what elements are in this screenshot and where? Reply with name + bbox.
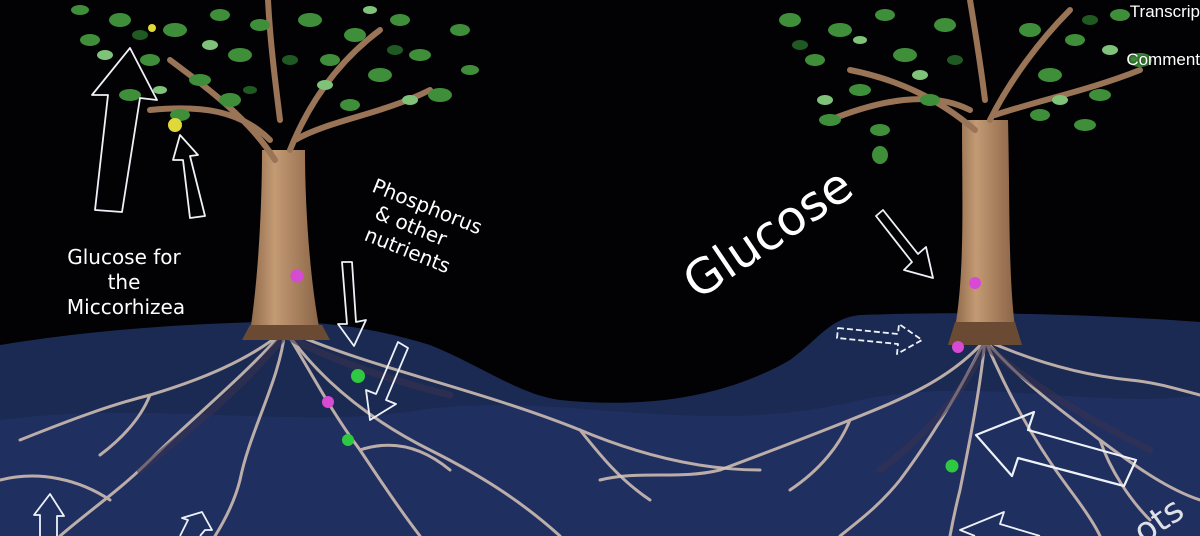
tree-right-root-flare <box>948 322 1022 345</box>
nutrient-particles <box>148 24 981 473</box>
transcript-link[interactable]: Transcrip <box>1129 2 1200 21</box>
tree-right <box>779 0 1152 345</box>
nutrient-dot-pink <box>969 277 981 289</box>
nutrient-dot-pink <box>290 269 304 283</box>
arrow-right-dashed <box>836 323 923 355</box>
nutrient-dot-yellow <box>168 118 182 132</box>
tree-right-branches <box>827 0 1143 133</box>
nutrient-dot-green <box>351 369 365 383</box>
arrow-up-large <box>91 47 158 213</box>
nutrient-dot-pink <box>952 341 964 353</box>
flow-arrows <box>33 47 1138 536</box>
roots-shadow <box>136 331 1154 474</box>
roots-left-tree <box>0 328 762 536</box>
nutrient-dot-yellow-small <box>148 24 156 32</box>
nutrient-dot-green <box>342 434 354 446</box>
soil-texture <box>0 390 1200 536</box>
arrow-bottom-left-2 <box>179 511 213 536</box>
arrow-down-nutrients-2 <box>365 341 409 421</box>
arrow-up-small <box>172 134 206 219</box>
label-glucose-for-line3: Miccorhizea <box>67 295 185 319</box>
tree-left-canopy <box>71 5 479 121</box>
label-glucose-for-line1: Glucose for <box>67 245 181 269</box>
nutrient-dot-green <box>945 459 959 473</box>
comments-link[interactable]: Comment <box>1126 50 1200 69</box>
label-glucose-for-line2: the <box>108 270 141 294</box>
tree-right-trunk <box>955 120 1015 328</box>
nutrient-dot-pink <box>322 396 334 408</box>
arrow-down-nutrients-1 <box>337 261 367 347</box>
arrow-glucose-down <box>875 209 934 279</box>
arrow-left-bottom <box>959 511 1041 536</box>
label-glucose-for-mycorrhizae: Glucose for the Miccorhizea <box>67 245 185 319</box>
arrow-bottom-left-1 <box>33 493 65 536</box>
tree-left <box>71 0 479 340</box>
tree-left-root-flare <box>242 325 330 340</box>
tree-left-trunk <box>250 150 320 332</box>
tree-right-canopy <box>779 9 1152 164</box>
arrow-left-large <box>974 410 1138 488</box>
